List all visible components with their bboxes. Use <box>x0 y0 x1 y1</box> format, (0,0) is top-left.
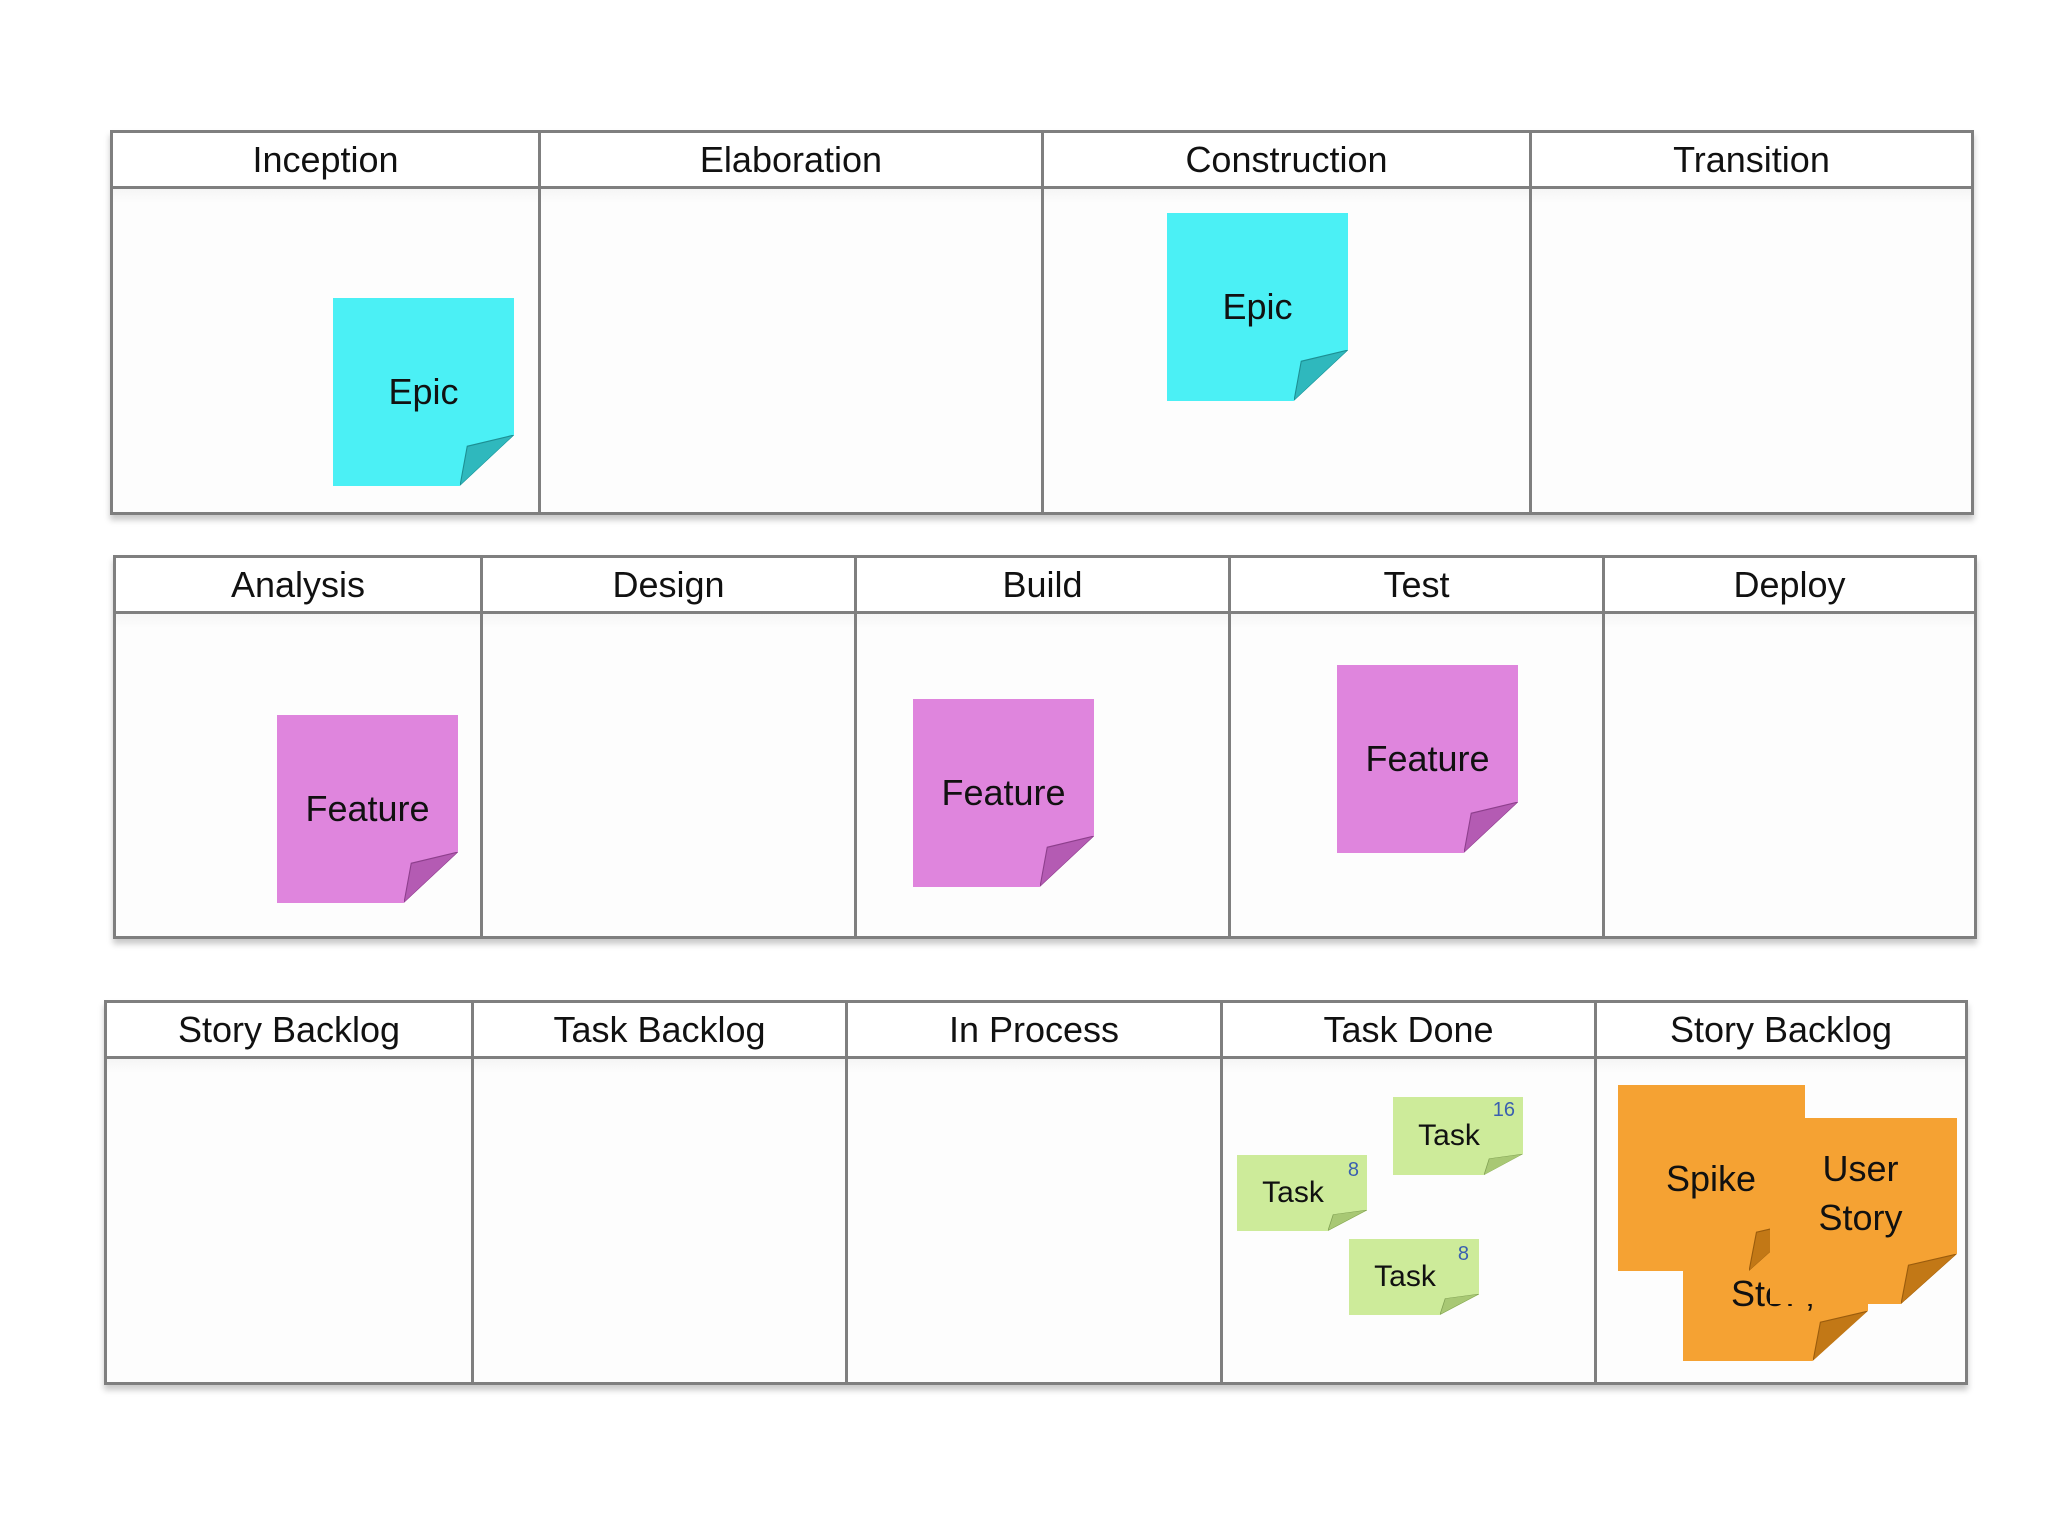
task-estimate: 8 <box>1347 1159 1359 1181</box>
column-transition <box>1532 189 1971 512</box>
task-note-label: Task <box>1418 1118 1480 1152</box>
column-header-story-backlog: Story Backlog <box>107 1003 474 1059</box>
feature-note-label: Feature <box>941 771 1066 813</box>
column-header-construction: Construction <box>1044 133 1532 189</box>
column-story-backlog <box>107 1059 474 1382</box>
column-elaboration <box>541 189 1044 512</box>
feature-note[interactable]: Feature <box>277 715 458 903</box>
task-note-label: Task <box>1262 1175 1324 1209</box>
feature-note[interactable]: Feature <box>1337 665 1518 853</box>
task-estimate: 8 <box>1457 1243 1469 1265</box>
column-header-task-backlog: Task Backlog <box>474 1003 848 1059</box>
column-header-deploy: Deploy <box>1605 558 1974 614</box>
column-header-in-process: In Process <box>848 1003 1223 1059</box>
column-header-build: Build <box>857 558 1231 614</box>
column-header-test: Test <box>1231 558 1605 614</box>
task-note[interactable]: Task 16 <box>1393 1097 1523 1175</box>
column-task-backlog <box>474 1059 848 1382</box>
task-note[interactable]: Task 8 <box>1349 1239 1479 1315</box>
feature-note-label: Feature <box>305 787 430 829</box>
feature-note[interactable]: Feature <box>913 699 1094 887</box>
column-design <box>483 614 857 936</box>
column-in-process <box>848 1059 1223 1382</box>
epic-note[interactable]: Epic <box>333 298 514 486</box>
column-header-task-done: Task Done <box>1223 1003 1597 1059</box>
column-header-design: Design <box>483 558 857 614</box>
epic-note[interactable]: Epic <box>1167 213 1348 401</box>
epic-note-label: Epic <box>1222 285 1293 327</box>
task-note[interactable]: Task 8 <box>1237 1155 1367 1231</box>
epic-note-label: Epic <box>388 370 459 412</box>
column-header-inception: Inception <box>113 133 541 189</box>
column-header-elaboration: Elaboration <box>541 133 1044 189</box>
spike-note-label: Spike <box>1666 1158 1757 1199</box>
column-header-analysis: Analysis <box>116 558 483 614</box>
task-estimate: 16 <box>1492 1099 1515 1121</box>
feature-note-label: Feature <box>1365 737 1490 779</box>
user-story-note[interactable]: User Story <box>1770 1118 1957 1304</box>
column-header-story-backlog-done: Story Backlog <box>1597 1003 1965 1059</box>
user-story-note-label: User Story <box>1818 1148 1903 1238</box>
task-note-label: Task <box>1374 1259 1436 1293</box>
column-header-transition: Transition <box>1532 133 1971 189</box>
column-deploy <box>1605 614 1974 936</box>
